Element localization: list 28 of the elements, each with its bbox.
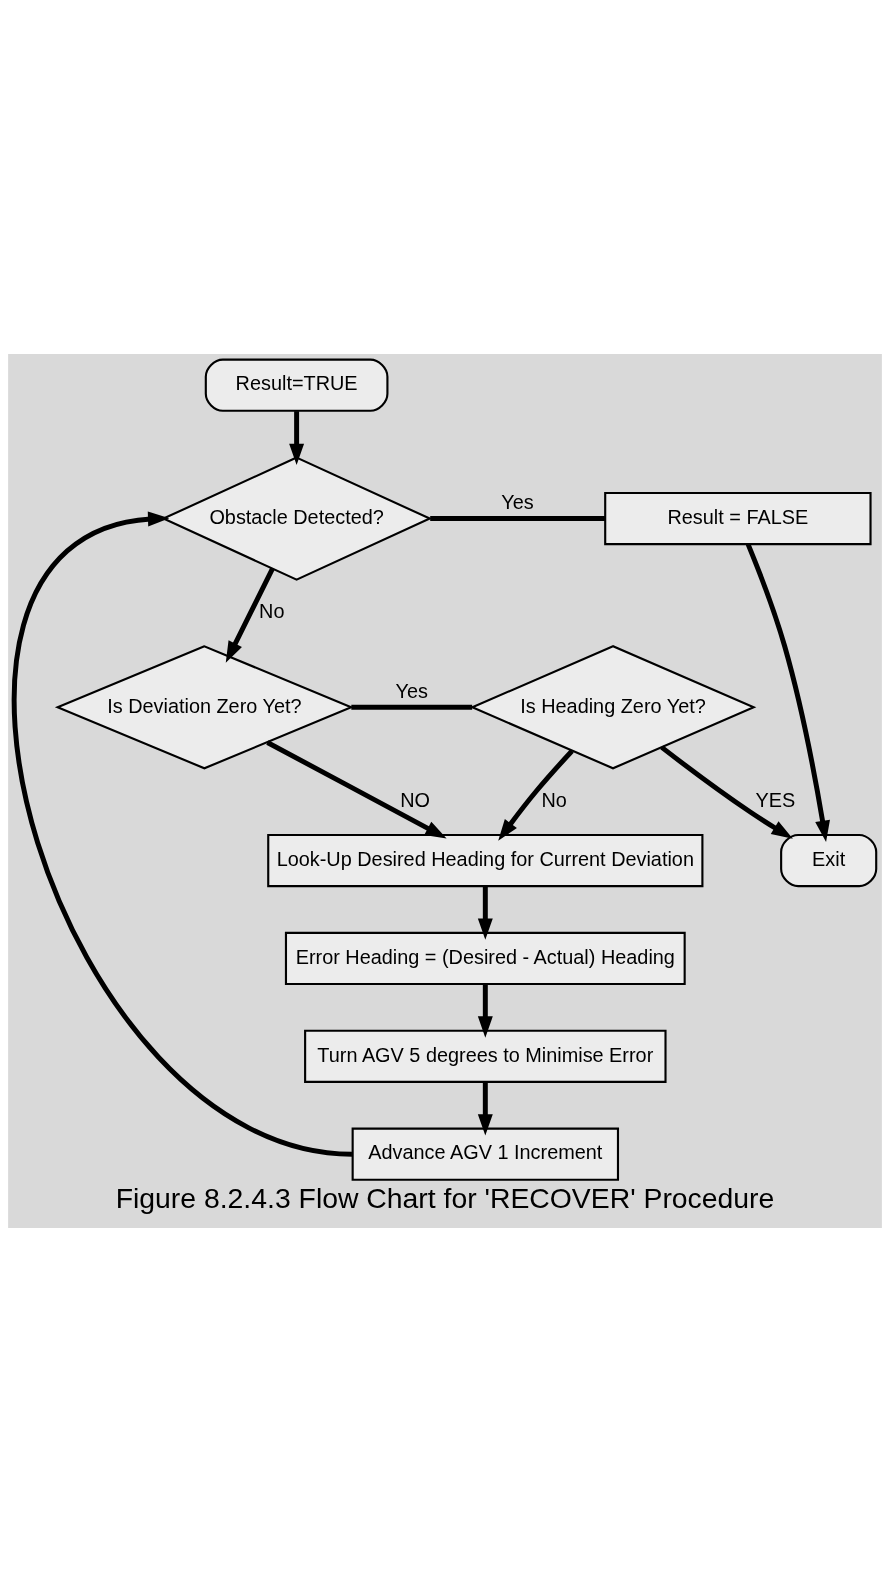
edge-label: Yes [501, 490, 534, 513]
node-box: Error Heading = (Desired - Actual) Heading [284, 931, 686, 985]
arrow [477, 983, 493, 1038]
arrow [498, 748, 574, 841]
arrow [660, 744, 793, 839]
node-box: Advance AGV 1 Increment [351, 1127, 620, 1181]
arrow [225, 567, 275, 663]
arrow [477, 885, 493, 940]
connector [430, 515, 606, 521]
node-box: Exit [780, 833, 878, 887]
node-diamond: Is Deviation Zero Yet? [54, 644, 354, 769]
node-box: Turn AGV 5 degrees to Minimise Error [304, 1029, 667, 1083]
edge-label: No [259, 599, 285, 622]
edge-label: YES [755, 788, 796, 811]
arrow [12, 511, 353, 1157]
edge-label: No [541, 788, 567, 811]
connector [351, 704, 473, 710]
arrow [745, 542, 830, 842]
node-box: Result=TRUE [204, 358, 389, 412]
edge-label: NO [400, 788, 430, 811]
arrow [289, 410, 305, 465]
node-box: Result = FALSE [604, 491, 872, 545]
arrow [477, 1081, 493, 1136]
arrow [266, 739, 447, 838]
node-box: Look-Up Desired Heading for Current Deviation [267, 833, 704, 887]
caption: Figure 8.2.4.3 Flow Chart for 'RECOVER' Procedure [115, 1181, 775, 1214]
edge-label: Yes [395, 679, 429, 702]
node-diamond: Is Heading Zero Yet? [469, 644, 757, 769]
